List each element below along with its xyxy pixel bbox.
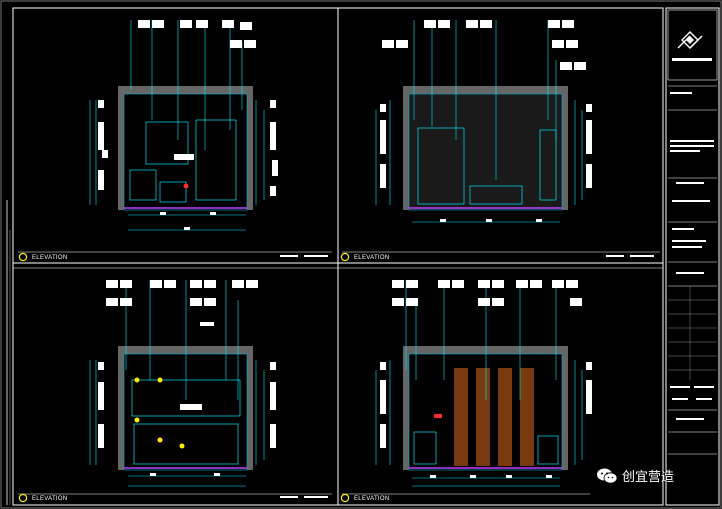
elevation-marker-icon [18, 493, 28, 503]
panel-label: ELEVATION [354, 255, 390, 261]
panel-label: ELEVATION [354, 496, 390, 502]
elevation-marker-icon [340, 493, 350, 503]
title-block [665, 7, 720, 506]
watermark-text: 创宜营造 [622, 470, 675, 485]
panel-label: ELEVATION [32, 496, 68, 502]
elevation-marker-icon [18, 252, 28, 262]
watermark: 创宜营造 [596, 466, 674, 485]
elevation-panel-1: ELEVATION [18, 20, 332, 262]
elevation-panel-4: ELEVATION [340, 280, 592, 503]
company-logo [672, 31, 712, 61]
wechat-icon [597, 468, 618, 484]
elevation-panel-3: ELEVATION [18, 280, 332, 503]
panel-label: ELEVATION [32, 255, 68, 261]
elevation-marker-icon [340, 252, 350, 262]
elevation-panel-2: ELEVATION [340, 20, 660, 262]
